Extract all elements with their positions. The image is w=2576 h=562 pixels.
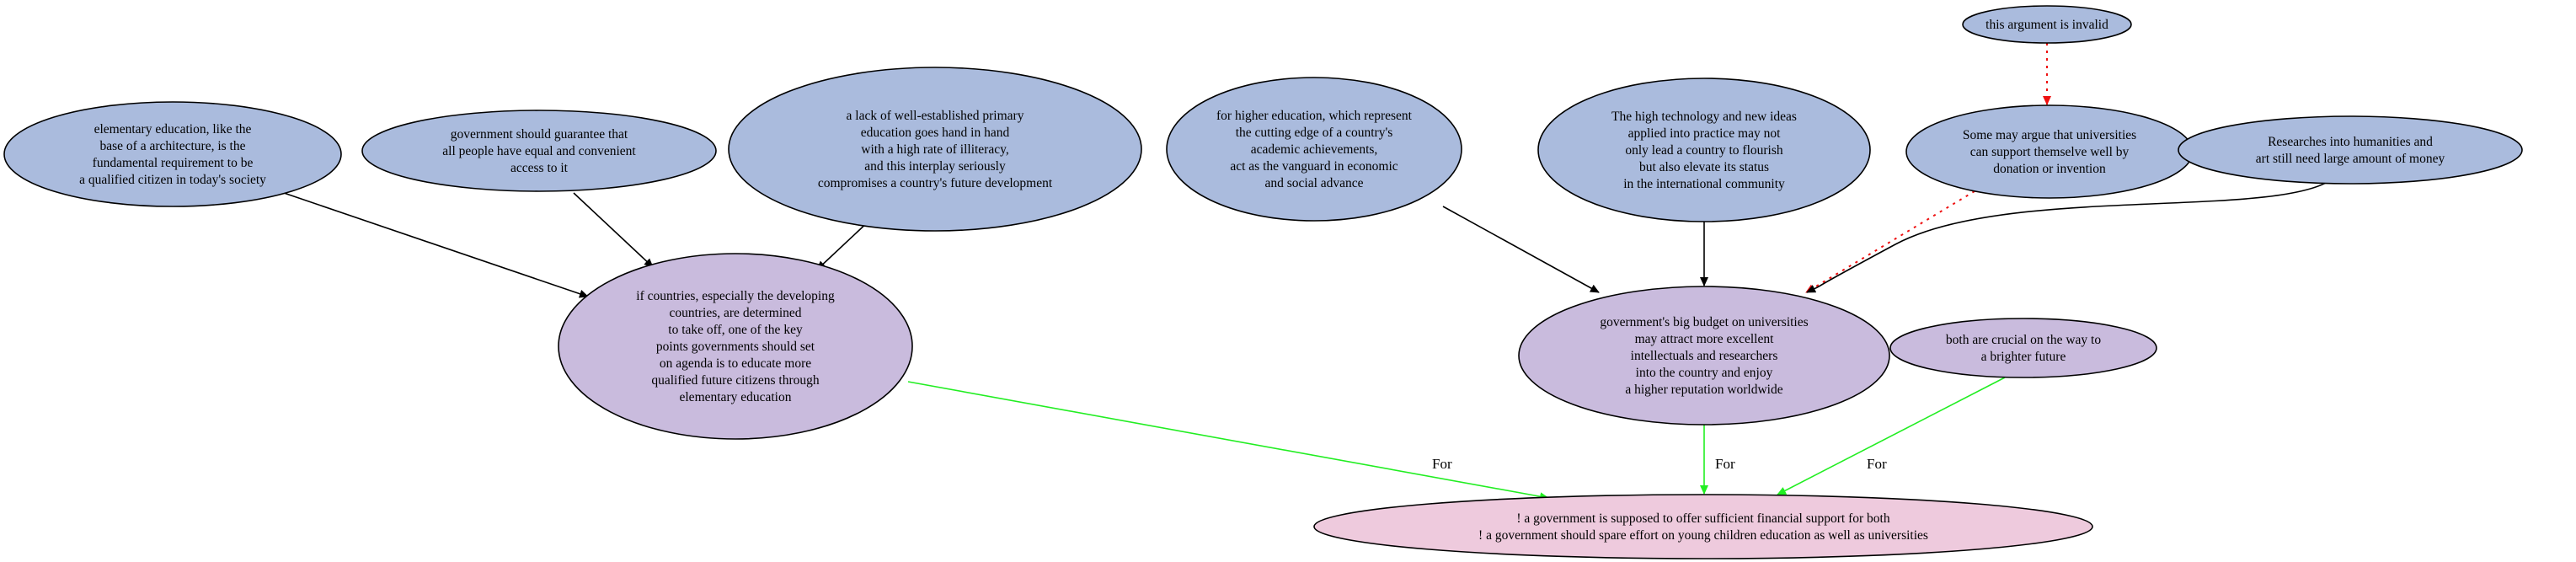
- node-text-line: all people have equal and convenient: [442, 144, 636, 158]
- node-premise-n_elem: elementary education, like the base of a …: [3, 101, 342, 207]
- node-premise-n_some: Some may argue that universities can supp…: [1905, 104, 2194, 199]
- node-text-line: government's big budget on universities: [1600, 315, 1808, 329]
- node-text-line: countries, are determined: [669, 306, 801, 320]
- node-ellipse: [1889, 318, 2157, 378]
- node-conclusion-n_main: ! a government is supposed to offer suff…: [1313, 494, 2093, 559]
- node-ellipse: [1518, 286, 1890, 426]
- edge-line: [1806, 179, 2333, 293]
- node-text-line: can support themselve well by: [1970, 145, 2130, 159]
- node-premise-n_higher: for higher education, which represent the…: [1166, 77, 1462, 222]
- node-intermediate-n_budget: government's big budget on universities m…: [1518, 286, 1890, 426]
- node-text-line: a brighter future: [1981, 350, 2066, 364]
- edge-n_crucial-to-n_main: For: [1777, 377, 2006, 495]
- edge-line: [1777, 377, 2006, 495]
- node-text-line: ! a government should spare effort on yo…: [1478, 528, 1928, 543]
- node-premise-n_gov: government should guarantee that all peop…: [361, 110, 717, 192]
- node-text-line: intellectuals and researchers: [1631, 349, 1778, 363]
- edge-n_gov-to-n_countries: [573, 192, 654, 268]
- edge-line: [573, 192, 654, 268]
- node-text-line: applied into practice may not: [1628, 126, 1781, 141]
- node-text-line: this argument is invalid: [1985, 18, 2108, 32]
- node-text-line: art still need large amount of money: [2256, 152, 2445, 166]
- node-text-line: The high technology and new ideas: [1611, 110, 1797, 124]
- node-text-line: donation or invention: [1993, 162, 2106, 176]
- node-ellipse: [361, 110, 717, 192]
- node-ellipse: [1537, 78, 1871, 222]
- node-text-line: compromises a country's future developme…: [818, 176, 1053, 190]
- node-text-line: base of a architecture, is the: [100, 139, 246, 153]
- edge-line: [283, 192, 589, 298]
- node-text-line: the cutting edge of a country's: [1236, 126, 1393, 140]
- edge-line: [907, 381, 1549, 501]
- edge-label: For: [1715, 456, 1735, 472]
- edge-label: For: [1867, 456, 1887, 472]
- node-text-line: ! a government is supposed to offer suff…: [1516, 511, 1889, 526]
- node-text-line: for higher education, which represent: [1216, 109, 1413, 123]
- node-text-line: in the international community: [1623, 177, 1785, 191]
- edge-n_countries-to-n_main: For: [907, 381, 1549, 501]
- node-premise-n_tech: The high technology and new ideas applied…: [1537, 78, 1871, 222]
- node-text-line: both are crucial on the way to: [1946, 333, 2101, 347]
- node-text-line: but also elevate its status: [1639, 160, 1769, 174]
- edge-line: [1442, 206, 1600, 293]
- node-text-line: academic achievements,: [1251, 142, 1378, 157]
- edge-line: [1805, 190, 1975, 293]
- edge-n_budget-to-n_main: For: [1700, 425, 1735, 495]
- node-text-line: government should guarantee that: [451, 127, 628, 142]
- node-intermediate-n_crucial: both are crucial on the way to a brighter…: [1889, 318, 2157, 378]
- node-text-line: with a high rate of illiteracy,: [861, 142, 1008, 157]
- edge-n_higher-to-n_budget: [1442, 206, 1600, 293]
- node-text-line: a qualified citizen in today's society: [79, 173, 266, 187]
- edge-label: For: [1432, 456, 1452, 472]
- edges-layer: For For For: [283, 43, 2333, 501]
- edge-n_elem-to-n_countries: [283, 192, 589, 298]
- node-text-line: elementary education: [680, 390, 792, 404]
- node-ellipse: [1313, 494, 2093, 559]
- node-ellipse: [558, 253, 913, 440]
- node-text-line: points governments should set: [656, 340, 815, 354]
- edge-line: [816, 218, 872, 270]
- node-text-line: education goes hand in hand: [861, 126, 1010, 140]
- node-text-line: if countries, especially the developing: [636, 289, 835, 303]
- node-intermediate-n_countries: if countries, especially the developing c…: [558, 253, 913, 440]
- node-premise-n_research: Researches into humanities and art still …: [2178, 115, 2523, 185]
- node-text-line: access to it: [510, 161, 569, 175]
- node-text-line: Researches into humanities and: [2268, 135, 2433, 149]
- node-premise-n_lack: a lack of well-established primary educat…: [728, 67, 1142, 232]
- node-ellipse: [3, 101, 342, 207]
- node-text-line: may attract more excellent: [1635, 332, 1775, 346]
- node-text-line: Some may argue that universities: [1963, 128, 2136, 142]
- node-premise-n_invalid: this argument is invalid: [1962, 5, 2132, 44]
- node-text-line: and social advance: [1264, 176, 1363, 190]
- node-ellipse: [728, 67, 1142, 232]
- node-ellipse: [1166, 77, 1462, 222]
- edge-n_some-to-n_budget: [1805, 190, 1975, 293]
- node-text-line: to take off, one of the key: [668, 323, 803, 337]
- node-text-line: act as the vanguard in economic: [1230, 159, 1398, 174]
- node-text-line: qualified future citizens through: [651, 373, 820, 388]
- node-text-line: into the country and enjoy: [1636, 366, 1773, 380]
- node-text-line: on agenda is to educate more: [660, 356, 811, 371]
- node-text-line: and this interplay seriously: [864, 159, 1006, 174]
- node-text-line: a lack of well-established primary: [847, 109, 1024, 123]
- node-text-line: elementary education, like the: [94, 122, 252, 136]
- node-ellipse: [1962, 5, 2132, 44]
- node-text-line: fundamental requirement to be: [93, 156, 254, 170]
- node-text-line: only lead a country to flourish: [1625, 143, 1782, 158]
- node-ellipse: [2178, 115, 2523, 185]
- nodes-layer: elementary education, like the base of a …: [3, 5, 2523, 559]
- edge-n_research-to-n_budget: [1806, 179, 2333, 293]
- node-text-line: a higher reputation worldwide: [1625, 383, 1782, 397]
- edge-n_lack-to-n_countries: [816, 218, 872, 270]
